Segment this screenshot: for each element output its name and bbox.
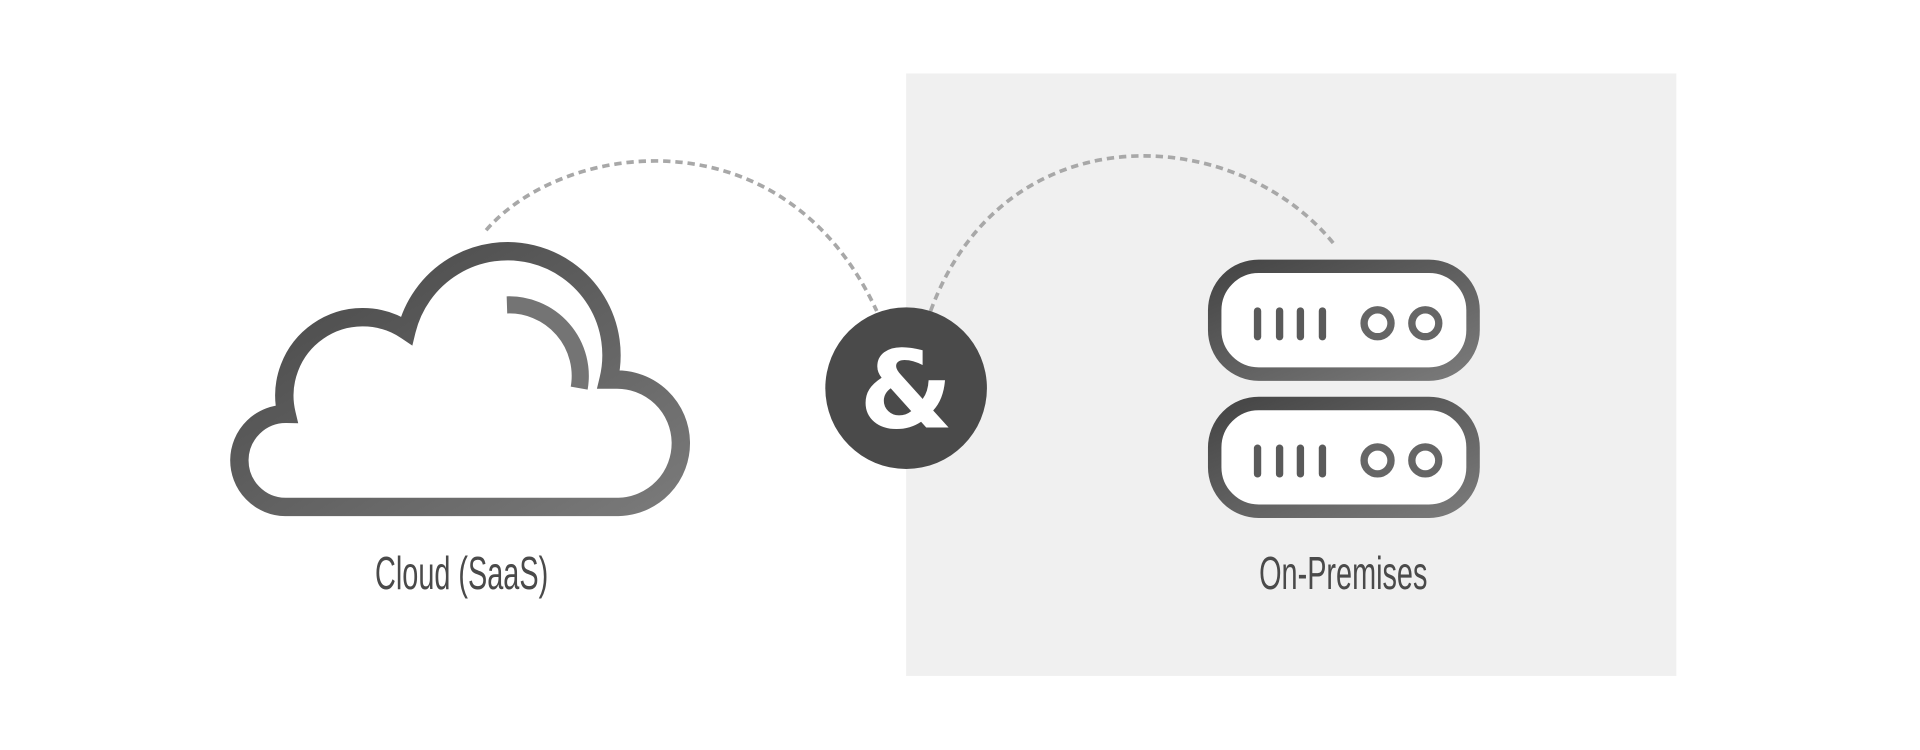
cloud-label: Cloud (SaaS): [375, 548, 548, 600]
dashed-arc-left: [484, 159, 879, 312]
ampersand-symbol: &: [859, 328, 953, 453]
on-premises-label: On-Premises: [1259, 548, 1427, 600]
server-unit-bottom: [1207, 396, 1480, 518]
server-icon: [1207, 259, 1480, 518]
dashed-arc-right: [928, 154, 1337, 312]
server-unit-top: [1207, 259, 1480, 381]
ampersand-icon: &: [825, 307, 987, 469]
cloud-icon: [230, 242, 690, 517]
